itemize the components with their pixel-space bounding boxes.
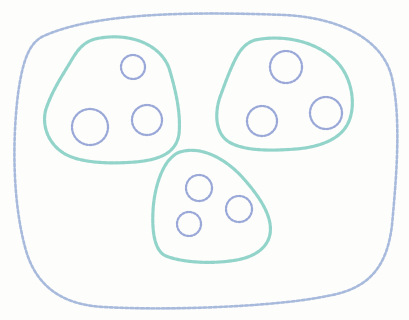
right-circle-top: [270, 51, 302, 83]
right-circle-right: [310, 97, 342, 129]
bottom-circle-top: [186, 175, 212, 201]
bottom-circle-left: [177, 212, 201, 236]
left-circle-top: [121, 55, 145, 79]
group-outline-bottom: [153, 150, 271, 262]
right-circle-left: [247, 106, 277, 136]
left-circle-bottom-left: [72, 109, 108, 145]
bottom-circle-right: [226, 196, 252, 222]
left-circle-bottom-right: [132, 105, 162, 135]
group-outline-right: [217, 38, 353, 150]
group-outline-left: [45, 37, 180, 163]
